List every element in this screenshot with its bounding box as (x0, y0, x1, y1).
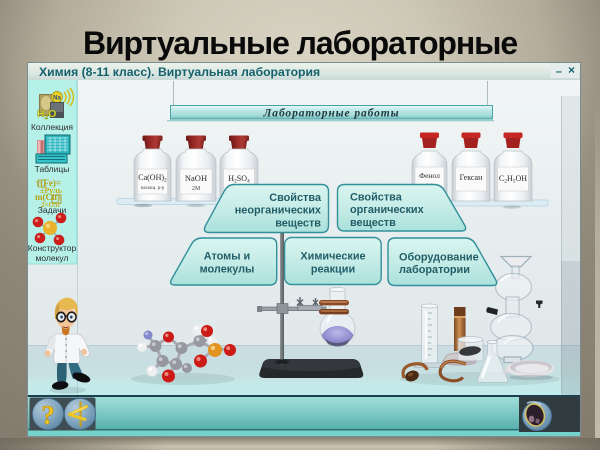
svg-text:веществ: веществ (350, 217, 396, 229)
svg-text:Фенол: Фенол (419, 171, 440, 180)
svg-text:Гексан: Гексан (460, 173, 483, 182)
svg-text:Коллекция: Коллекция (31, 122, 73, 132)
svg-text:реакции: реакции (311, 263, 355, 275)
svg-text:2×О5с: 2×О5с (41, 201, 61, 209)
svg-text:±Руль: ±Руль (40, 186, 63, 195)
svg-text:m(Cu): m(Cu) (35, 192, 60, 202)
svg-text:NaOH: NaOH (185, 173, 207, 183)
svg-text:молекул: молекул (36, 253, 69, 263)
svg-text:2М: 2М (192, 186, 201, 192)
svg-text:веществ: веществ (275, 217, 321, 229)
svg-text:Таблицы: Таблицы (35, 164, 70, 174)
svg-text:Свойства: Свойства (269, 192, 322, 204)
svg-text:Химические: Химические (300, 250, 365, 262)
svg-text:Конструктор: Конструктор (28, 243, 77, 253)
svg-text:Лабораторные работы: Лабораторные работы (263, 108, 400, 120)
svg-text:т(Fe)=: т(Fe)= (36, 178, 61, 188)
svg-text:Задачи: Задачи (38, 205, 67, 215)
svg-text:?: ? (41, 400, 55, 430)
svg-text:C2H5OH: C2H5OH (499, 174, 527, 185)
svg-text:Оборудование: Оборудование (399, 251, 479, 263)
svg-text:Ca(OH)2: Ca(OH)2 (138, 173, 167, 184)
svg-text:неорганических: неорганических (235, 205, 321, 217)
svg-text:насыщ. р-р: насыщ. р-р (141, 186, 165, 191)
svg-text:лаборатории: лаборатории (399, 264, 470, 276)
svg-text:молекулы: молекулы (200, 263, 255, 275)
svg-text:H2O: H2O (37, 108, 56, 121)
svg-text:органических: органических (350, 204, 424, 216)
svg-text:Na: Na (53, 96, 61, 102)
svg-text:H2SO4: H2SO4 (228, 174, 250, 185)
svg-text:Атомы и: Атомы и (204, 250, 251, 262)
svg-text:Свойства: Свойства (350, 192, 403, 204)
